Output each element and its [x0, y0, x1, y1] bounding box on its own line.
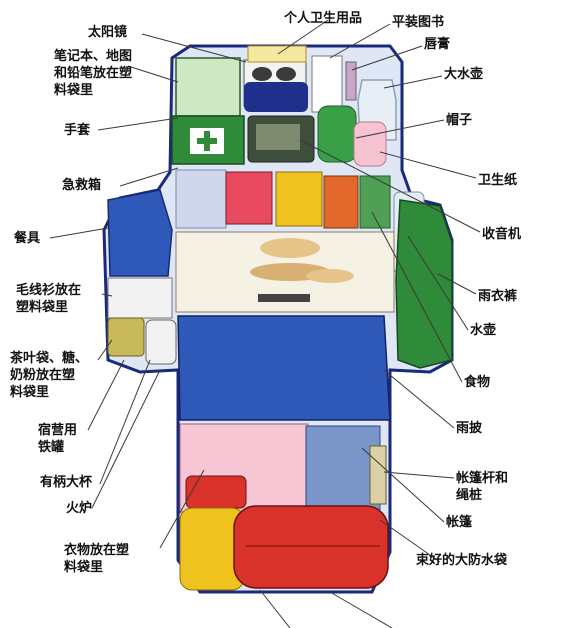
label-water-bottle: 大水壶 — [444, 67, 484, 82]
label-hat: 帽子 — [446, 113, 473, 128]
food-pack-1 — [275, 171, 323, 227]
toiletries-bag — [247, 45, 307, 63]
lip-balm — [345, 61, 357, 101]
label-drybag: 束好的大防水袋 — [416, 553, 508, 568]
tent-poles — [369, 445, 387, 505]
label-cutlery: 餐具 — [14, 231, 41, 246]
label-rain-pants: 雨衣裤 — [478, 289, 518, 304]
label-stove: 火炉 — [66, 501, 93, 516]
label-tent-poles: 帐篷杆和 绳桩 — [456, 471, 509, 503]
label-gloves: 手套 — [64, 123, 91, 138]
sweater-bag — [107, 277, 173, 319]
label-tea: 茶叶袋、糖、 奶粉放在塑 料袋里 — [10, 351, 89, 400]
cutlery-bag — [107, 189, 173, 277]
label-tent: 帐篷 — [446, 515, 473, 530]
sunglasses — [252, 67, 272, 81]
label-paperback: 平装图书 — [392, 15, 445, 30]
paperback-book — [311, 55, 343, 113]
label-radio: 收音机 — [482, 227, 522, 242]
food-pack-3 — [359, 175, 391, 229]
food-pack-2 — [323, 175, 359, 229]
label-first-aid: 急救箱 — [62, 178, 102, 193]
label-toilet-paper: 卫生纸 — [478, 173, 518, 188]
gloves — [244, 82, 308, 112]
tea-bags — [175, 169, 227, 229]
camping-tin — [145, 319, 177, 365]
label-canteen: 水壶 — [470, 323, 497, 338]
label-lip-balm: 唇膏 — [424, 37, 451, 52]
label-toiletries: 个人卫生用品 — [284, 11, 363, 26]
sugar-bags — [225, 171, 273, 225]
label-tin: 宿营用 铁罐 — [38, 423, 78, 455]
stove — [185, 475, 247, 509]
hat — [317, 105, 357, 163]
label-poncho: 雨披 — [456, 421, 483, 436]
label-notebook: 笔记本、地图 和铅笔放在塑 料袋里 — [54, 49, 133, 98]
label-sweater: 毛线衫放在 塑料袋里 — [16, 283, 82, 315]
label-sunglasses: 太阳镜 — [88, 25, 128, 40]
leader-lines — [49, 19, 481, 628]
clothes-blue — [305, 425, 381, 511]
toilet-paper — [353, 121, 387, 167]
notebook-bag — [175, 57, 241, 117]
label-food: 食物 — [464, 375, 491, 390]
label-mug: 有柄大杯 — [40, 475, 93, 490]
poncho — [177, 315, 391, 421]
rain-pants — [395, 199, 453, 369]
label-clothes: 衣物放在塑 料袋里 — [64, 543, 130, 575]
mug — [107, 317, 145, 357]
